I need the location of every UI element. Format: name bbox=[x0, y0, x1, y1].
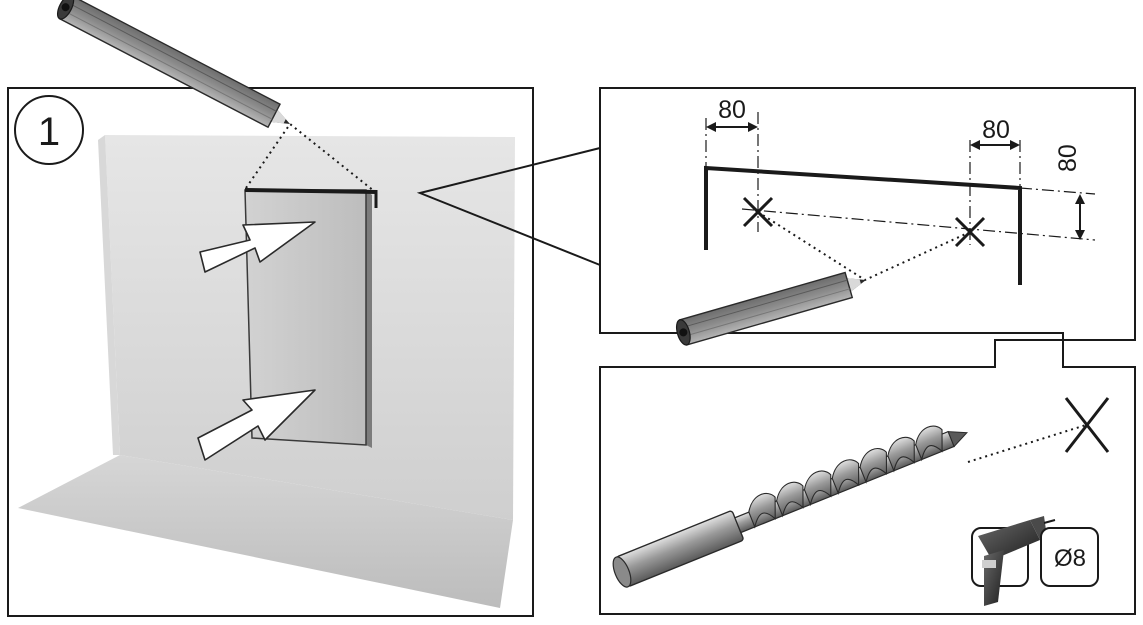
floor-surface bbox=[18, 455, 513, 608]
dimension-right-label: 80 bbox=[982, 116, 1010, 144]
dimension-right: 80 bbox=[970, 116, 1020, 150]
drill-bit-icon bbox=[612, 425, 969, 588]
marking-guide-lines bbox=[245, 122, 375, 192]
drill-diameter-label: Ø8 bbox=[1054, 545, 1086, 572]
dimension-vertical: 80 bbox=[1054, 144, 1085, 240]
arrow-icon bbox=[199, 221, 316, 273]
drill-guide-line bbox=[967, 424, 1087, 463]
x-mark-icon bbox=[1064, 397, 1110, 453]
step-number: 1 bbox=[38, 110, 60, 154]
arrow-icon bbox=[197, 389, 316, 461]
dimension-left: 80 bbox=[706, 96, 758, 132]
wall-scene-panel: 1 bbox=[7, 87, 534, 617]
step-number-badge: 1 bbox=[14, 95, 84, 165]
drilling-panel: Ø8 bbox=[599, 339, 1136, 615]
zoom-callout-lines bbox=[416, 147, 601, 266]
drill-icon bbox=[971, 516, 1056, 606]
measurement-panel: 80 80 80 bbox=[599, 87, 1136, 341]
measurement-frame bbox=[599, 87, 1136, 341]
wall-left-edge bbox=[98, 135, 120, 455]
cabinet-panel bbox=[244, 188, 378, 448]
x-mark-icon bbox=[954, 216, 986, 248]
dimension-vertical-label: 80 bbox=[1054, 144, 1082, 172]
dimension-left-label: 80 bbox=[718, 96, 746, 124]
pencil-icon bbox=[56, 0, 290, 129]
diameter-badge: Ø8 bbox=[1040, 527, 1099, 587]
panel-top-outline bbox=[704, 165, 1022, 285]
panel-top-edge bbox=[244, 188, 378, 194]
pencil-icon bbox=[675, 271, 866, 346]
